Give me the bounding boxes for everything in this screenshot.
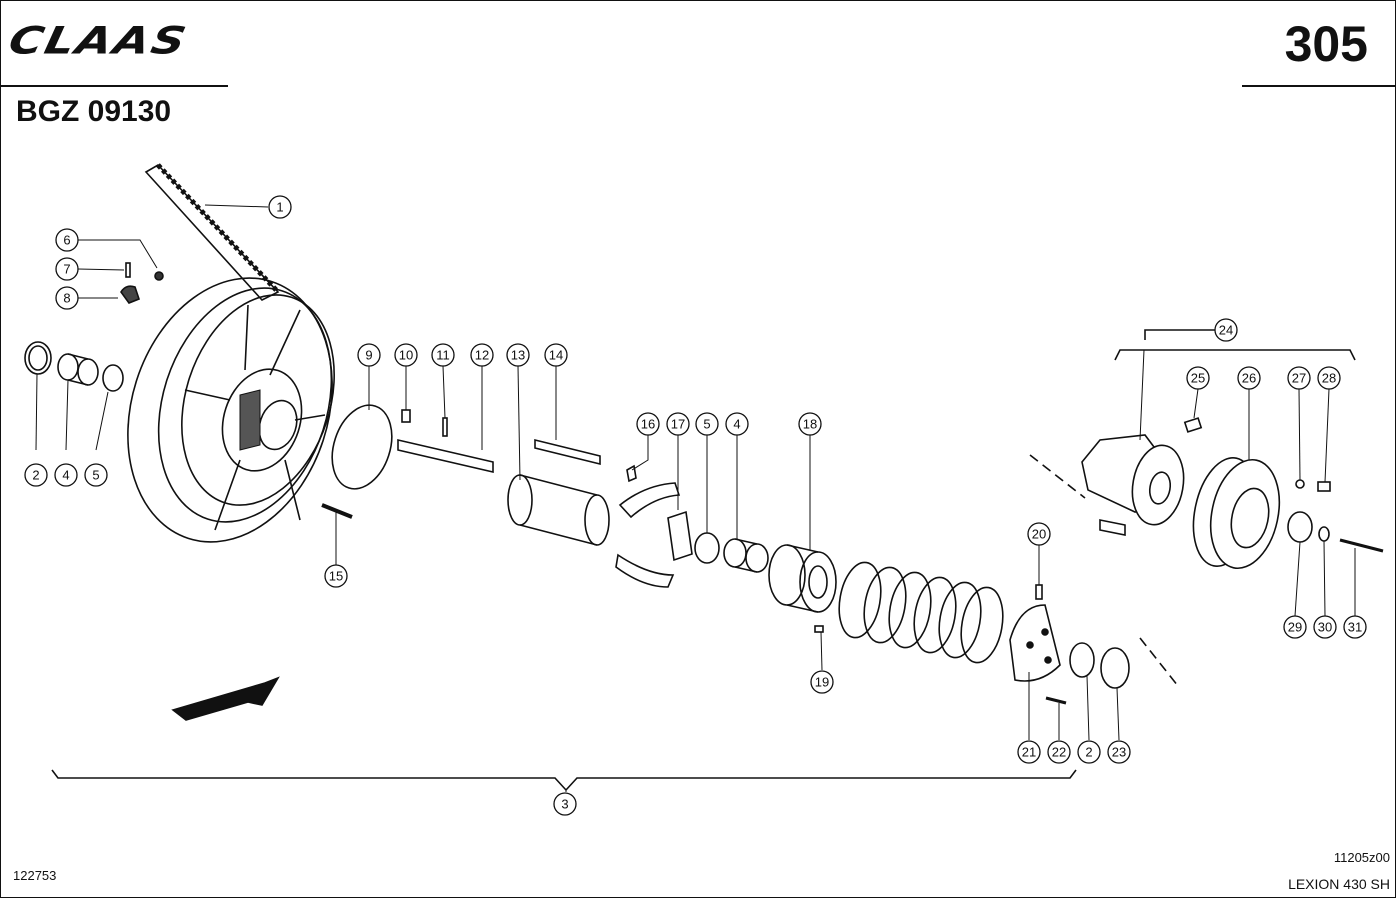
callout-28: 28 [1322,371,1336,386]
assembly-code: BGZ 09130 [16,95,172,128]
roll-pin [321,503,353,519]
ring-2 [1069,642,1095,678]
screw-and-pin [401,409,448,437]
drive-belt [144,163,280,301]
callout-numbers: 1 2 3 4 5 6 7 8 9 10 11 12 13 14 15 16 1… [32,200,1362,812]
small-fasteners [120,262,164,304]
callout-22: 22 [1052,745,1066,760]
sleeve [507,474,610,546]
callout-2b: 2 [1085,745,1092,760]
reference-code: 11205z00 [1333,850,1390,865]
clutch-hub [768,544,837,613]
callout-8: 8 [63,291,70,306]
callout-circles [24,195,1367,816]
callout-20: 20 [1032,527,1046,542]
callout-18: 18 [803,417,817,432]
flange-plate [1009,604,1061,682]
leader-lines [35,204,1356,792]
set-screw [814,625,824,633]
bracket-3 [51,769,1077,792]
key-bar [397,438,494,474]
callout-27: 27 [1292,371,1306,386]
callout-7: 7 [63,262,70,277]
clutch-segments [615,464,693,588]
cap-screw [1045,696,1067,705]
callout-4: 4 [62,468,69,483]
header-rule-right [1242,85,1396,87]
callout-21: 21 [1022,745,1036,760]
clutch-housing [1081,434,1185,536]
callout-2: 2 [32,468,39,483]
callout-5b: 5 [703,417,710,432]
label-plate [1183,417,1203,433]
drawing-number: 122753 [13,868,57,883]
callout-16: 16 [641,417,655,432]
direction-arrow [171,676,280,721]
left-bearing-set [24,341,124,392]
callout-25: 25 [1191,371,1205,386]
callout-19: 19 [815,675,829,690]
callout-5: 5 [92,468,99,483]
callout-31: 31 [1348,620,1362,635]
header-rule-left [0,85,228,87]
callout-13: 13 [511,348,525,363]
page-number: 305 [1284,16,1368,72]
washer-27 [1295,479,1305,489]
pulley [127,277,335,543]
bolt-28 [1317,481,1331,492]
callout-29: 29 [1288,620,1302,635]
washer-30 [1318,526,1330,542]
axis-line [1029,454,1179,687]
bolt-31 [1339,538,1384,553]
callout-11: 11 [436,348,450,363]
callout-3: 3 [561,797,568,812]
snap-ring [331,404,393,490]
model-name: LEXION 430 SH [1288,876,1390,892]
callout-26: 26 [1242,371,1256,386]
second-bearing-set [694,532,769,573]
grease-nipple [1035,584,1043,600]
callout-24: 24 [1219,323,1233,338]
disc-29 [1287,511,1313,543]
callout-9: 9 [365,348,372,363]
callout-4b: 4 [733,417,740,432]
key [534,438,601,466]
callout-1: 1 [276,200,283,215]
callout-14: 14 [549,348,563,363]
ring-23 [1100,647,1130,689]
compression-spring [838,561,1004,664]
callout-12: 12 [475,348,489,363]
callout-17: 17 [671,417,685,432]
callout-23: 23 [1112,745,1126,760]
callout-10: 10 [399,348,413,363]
callout-30: 30 [1318,620,1332,635]
callout-15: 15 [329,569,343,584]
callout-6: 6 [63,233,70,248]
clutch-drum [1192,457,1281,570]
